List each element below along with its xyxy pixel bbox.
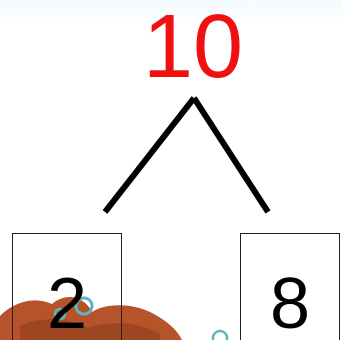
right-part-value: 8 xyxy=(270,264,310,340)
right-bond-line xyxy=(194,98,268,212)
left-bond-line xyxy=(105,98,194,212)
left-part-value: 2 xyxy=(47,264,87,340)
left-part-box: 2 xyxy=(12,233,122,340)
total-number: 10 xyxy=(138,0,248,95)
right-part-box: 8 xyxy=(240,233,340,340)
